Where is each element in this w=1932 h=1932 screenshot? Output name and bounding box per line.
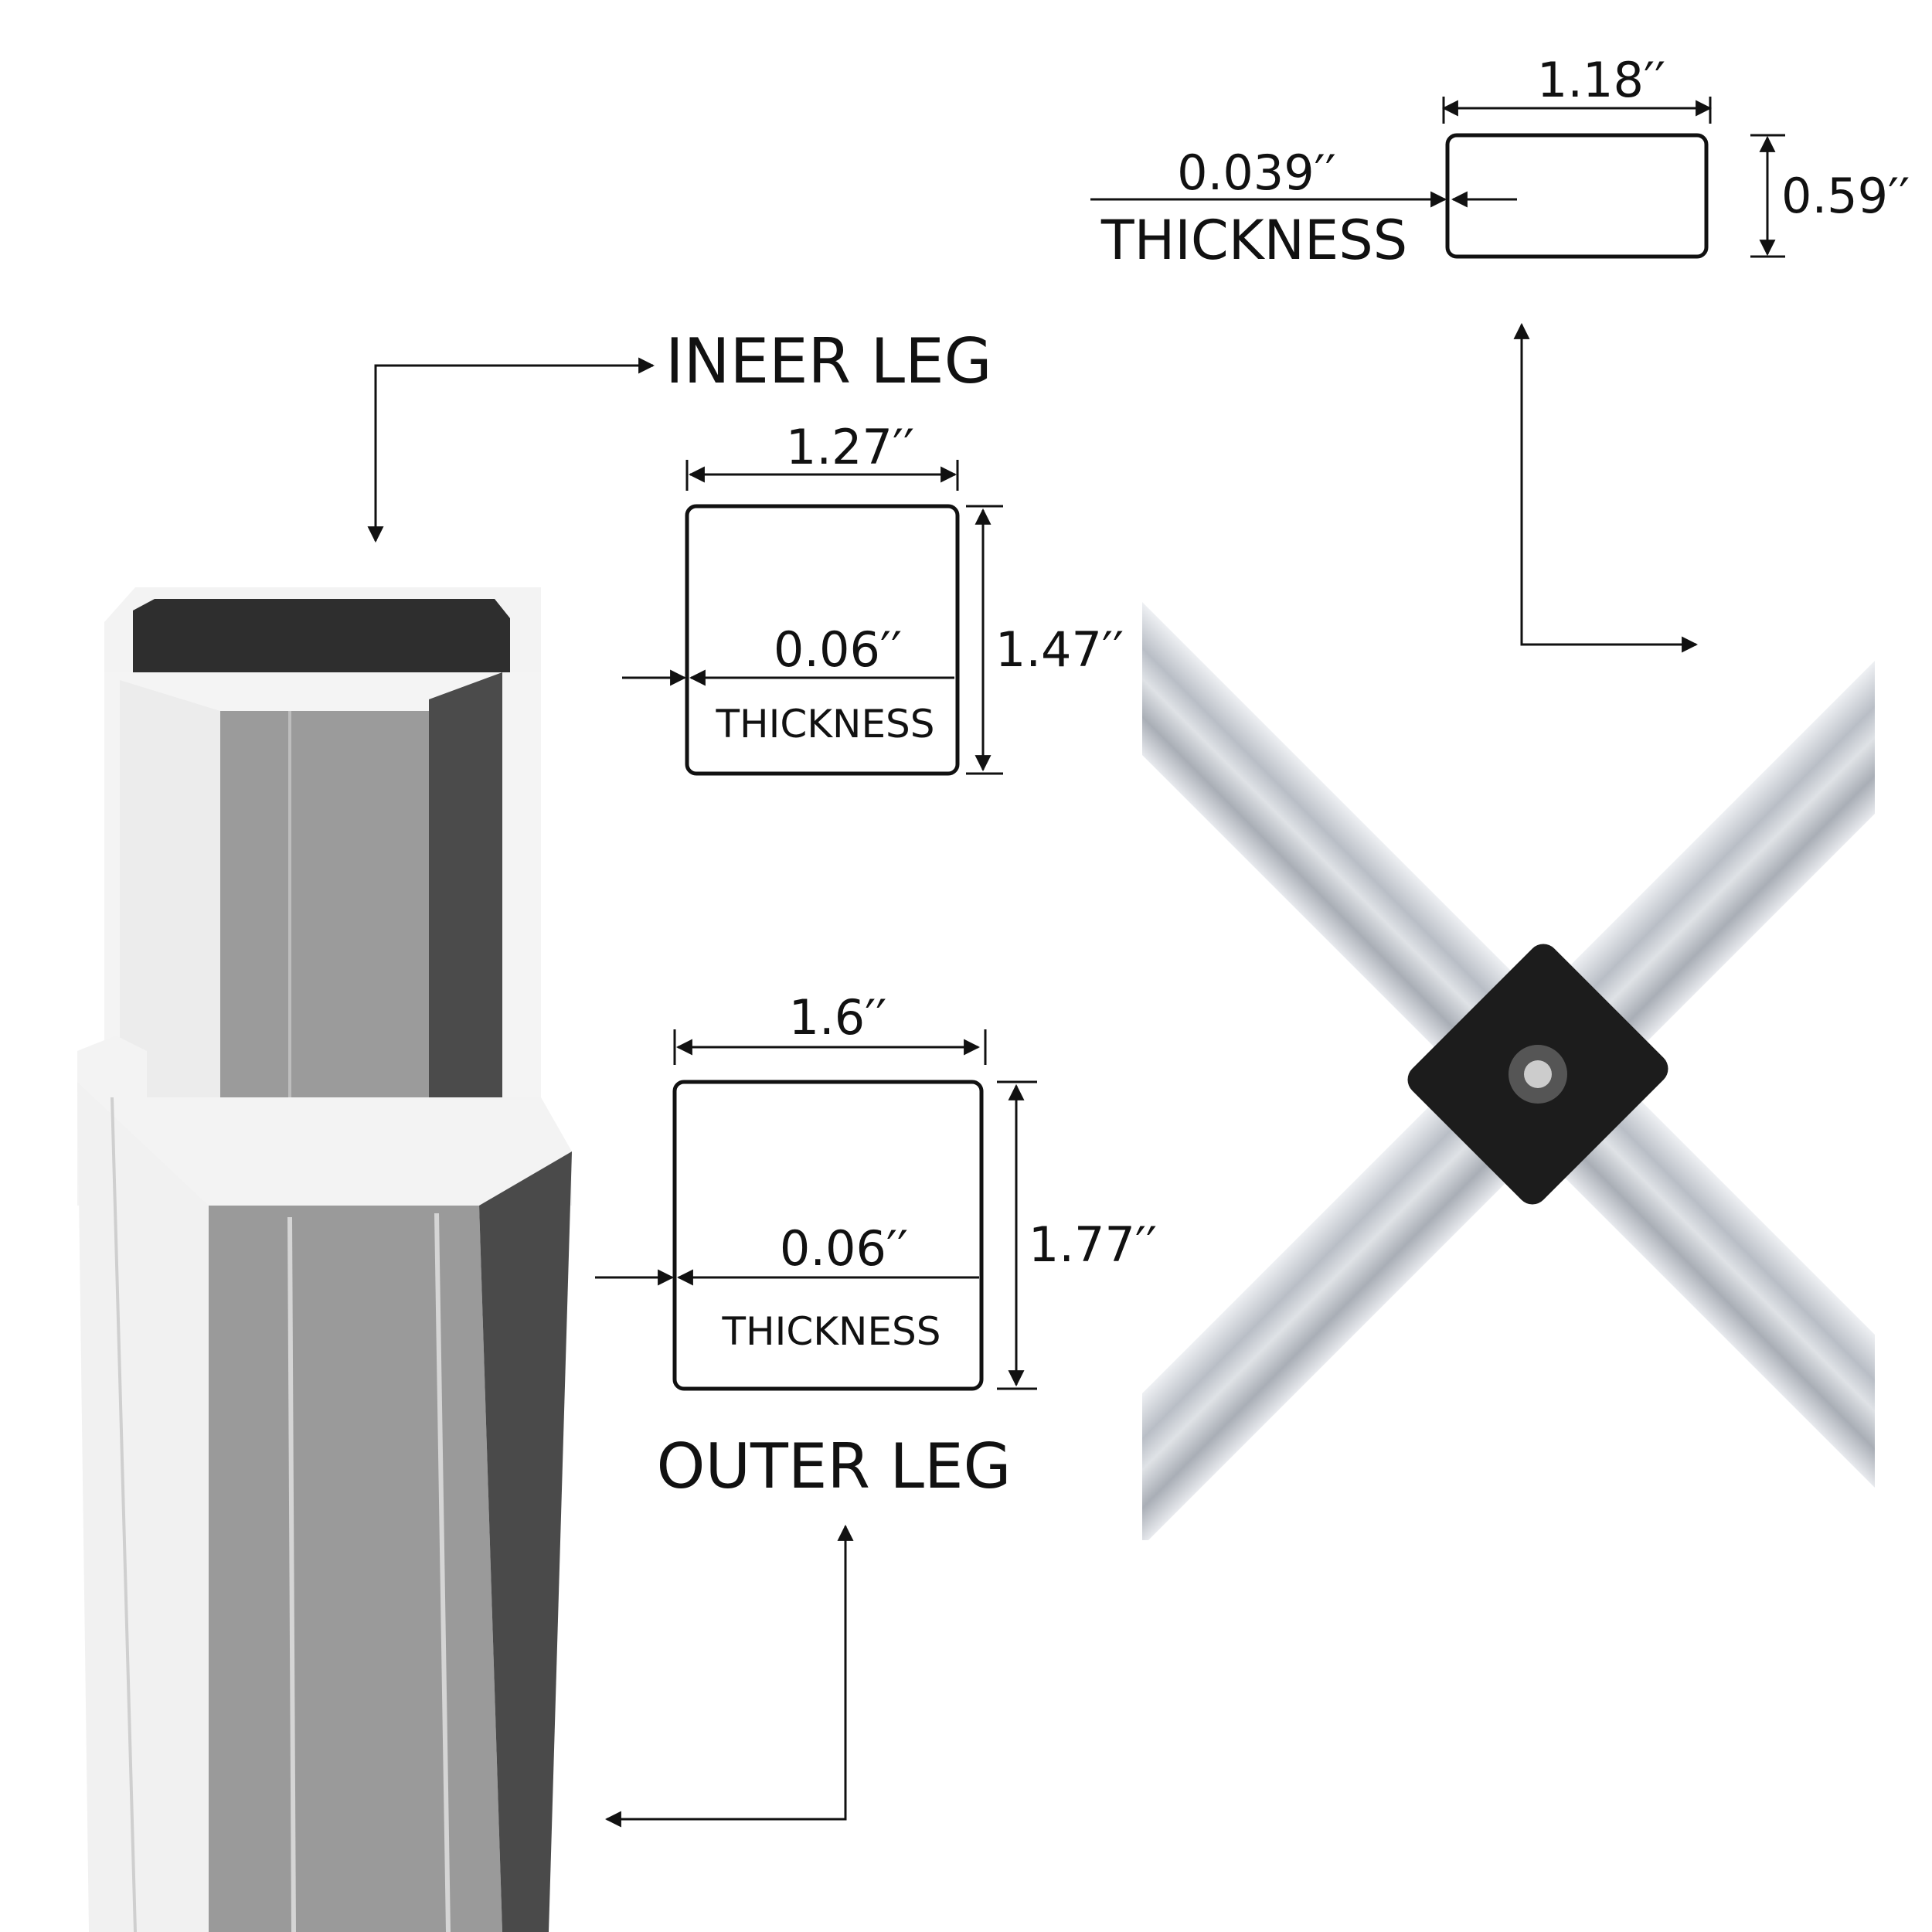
- tube-width-label: 1.18′′: [1537, 52, 1665, 108]
- cross-connector-illustration: [1142, 597, 1875, 1540]
- outer-leg-thickness-label: THICKNESS: [721, 1309, 940, 1354]
- black-connector: [1407, 944, 1668, 1205]
- outer-leg-height-label: 1.77′′: [1029, 1216, 1157, 1273]
- inner-leg-width-label: 1.27′′: [786, 419, 914, 475]
- outer-leg-title: OUTER LEG: [656, 1430, 1011, 1502]
- outer-leg-thickness-value: 0.06′′: [780, 1220, 908, 1277]
- inner-leg-diagram: INEER LEG 1.27′′ 1.47′′ 0.06′′ THICKNESS: [367, 325, 1124, 776]
- tube-thickness-value: 0.039′′: [1177, 145, 1336, 201]
- inner-leg-title: INEER LEG: [665, 325, 992, 397]
- inner-leg-thickness-value: 0.06′′: [774, 621, 902, 678]
- tube-profile-diagram: 1.18′′ 0.59′′ 0.039′′ THICKNESS: [1090, 52, 1910, 653]
- telescopic-leg-illustration: [77, 587, 572, 1932]
- outer-leg-diagram: 1.6′′ 1.77′′ 0.06′′ THICKNESS OUTER LEG: [595, 989, 1157, 1828]
- inner-leg-height-label: 1.47′′: [995, 621, 1124, 678]
- tube-thickness-label: THICKNESS: [1100, 209, 1407, 272]
- tube-height-label: 0.59′′: [1781, 168, 1910, 224]
- outer-leg-width-label: 1.6′′: [789, 989, 887, 1046]
- inner-leg-thickness-label: THICKNESS: [715, 702, 934, 747]
